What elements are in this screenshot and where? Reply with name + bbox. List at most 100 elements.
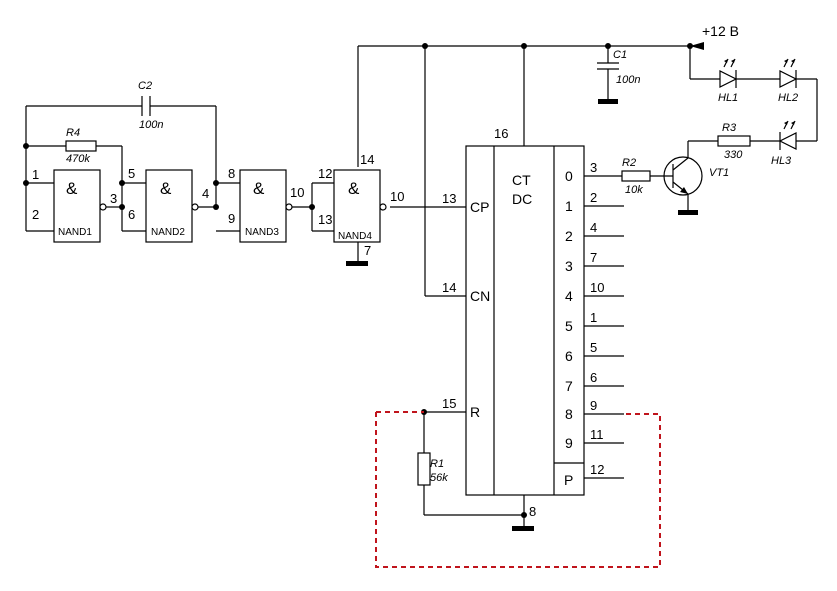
counter-title: CT [512,172,531,188]
output-1-pin: 2 [590,190,597,205]
nand2-pin-out: 4 [202,186,209,201]
r4-name: R4 [66,127,80,139]
input-cp-name: CP [470,199,489,215]
r1-value: 56k [430,472,448,484]
counter-ground-pin: 8 [529,504,536,519]
output-6-pin: 5 [590,340,597,355]
resistor-r2-icon [621,170,651,182]
output-7-name: 7 [565,378,573,394]
nand1-pin-b: 2 [32,207,39,222]
nand4-symbol: & [348,179,360,198]
nand3-pin-b: 9 [228,211,235,226]
output-3-pin: 7 [590,250,597,265]
oscillator-feedback: C2 100n R4 470k [23,80,219,231]
r2-name: R2 [622,157,636,169]
led-hl3-icon [778,120,797,150]
c1-value: 100n [616,74,640,86]
output-row-5: 5 1 [565,310,624,334]
gate-nand2: & NAND2 5 6 4 [122,166,216,243]
output-3-name: 3 [565,258,573,274]
nand2-pin-a: 5 [128,166,135,181]
r2-value: 10k [625,184,643,196]
output-5-pin: 1 [590,310,597,325]
capacitor-c1: C1 100n [597,46,640,104]
r3-name: R3 [722,122,737,134]
output-9-name: 9 [565,435,573,451]
led-hl1-icon [719,58,738,88]
r1-name: R1 [430,458,444,470]
nand3-pin-a: 8 [228,166,235,181]
hl3-name: HL3 [771,155,792,167]
counter-subtitle: DC [512,191,532,207]
nand4-ground-pin: 7 [364,243,371,258]
dashed-reset-link [375,412,661,568]
input-cn-name: CN [470,288,490,304]
nand1-symbol: & [66,179,78,198]
nand4-pin-a: 12 [318,166,332,181]
c1-name: C1 [613,49,627,61]
output-0-name: 0 [565,168,573,184]
nand3-symbol: & [253,179,265,198]
gate-nand1: & NAND1 1 2 3 [26,167,122,243]
input-r-pin: 15 [442,396,456,411]
r3-value: 330 [724,149,743,161]
nand1-pin-a: 1 [32,167,39,182]
nand2-pin-b: 6 [128,207,135,222]
output-row-carry: P 12 [564,462,624,488]
r4-value: 470k [66,153,90,165]
counter-ic: CT DC 16 8 CP 13 CN 14 R 15 0 3 1 2 2 4 … [390,126,624,531]
nand4-label: NAND4 [338,231,372,242]
output-row-9: 9 11 [565,427,624,451]
nand4-pin-b: 13 [318,212,332,227]
gate-nand4: & NAND4 12 13 10 14 7 [309,152,404,266]
counter-power-pin: 16 [494,126,508,141]
resistor-r2: R2 10k [584,157,673,196]
nand1-label: NAND1 [58,227,92,238]
output-row-7: 7 6 [565,370,624,394]
input-cp-pin: 13 [442,191,456,206]
resistor-r1: R1 56k [417,409,524,516]
nand2-symbol: & [160,179,172,198]
c2-name: C2 [138,80,152,92]
output-1-name: 1 [565,198,573,214]
resistor-r3-icon [717,135,751,147]
output-carry-pin: 12 [590,462,604,477]
output-6-name: 6 [565,348,573,364]
gate-nand3: & NAND3 8 9 10 [216,166,312,243]
nand3-label: NAND3 [245,227,279,238]
output-row-3: 3 7 [565,250,624,274]
nand4-power-pin: 14 [360,152,374,167]
c2-value: 100n [139,119,163,131]
output-row-4: 4 10 [565,280,624,304]
output-4-pin: 10 [590,280,604,295]
resistor-r1-icon [417,452,431,486]
nand1-pin-out: 3 [110,191,117,206]
output-row-8: 8 9 [565,398,624,422]
nand3-pin-out: 10 [290,185,304,200]
led-string: HL1 HL2 HL3 R3 330 [687,46,818,167]
nand2-label: NAND2 [151,227,185,238]
hl2-name: HL2 [778,92,798,104]
output-2-name: 2 [565,228,573,244]
output-0-pin: 3 [590,160,597,175]
transistor-vt1: VT1 [663,156,729,215]
output-carry-name: P [564,472,573,488]
output-5-name: 5 [565,318,573,334]
led-hl2-icon [779,58,798,88]
output-4-name: 4 [565,288,573,304]
output-row-2: 2 4 [565,220,624,244]
supply-label: +12 В [702,23,739,39]
output-8-pin: 9 [590,398,597,413]
output-2-pin: 4 [590,220,597,235]
output-row-0: 0 3 [565,160,597,184]
output-row-1: 1 2 [565,190,624,214]
input-r-name: R [470,404,480,420]
vt1-name: VT1 [709,167,729,179]
nand4-pin-out: 10 [390,189,404,204]
input-cn-pin: 14 [442,280,456,295]
output-9-pin: 11 [590,427,604,442]
output-8-name: 8 [565,406,573,422]
output-row-6: 6 5 [565,340,624,364]
supply-rail: +12 В [357,23,739,297]
